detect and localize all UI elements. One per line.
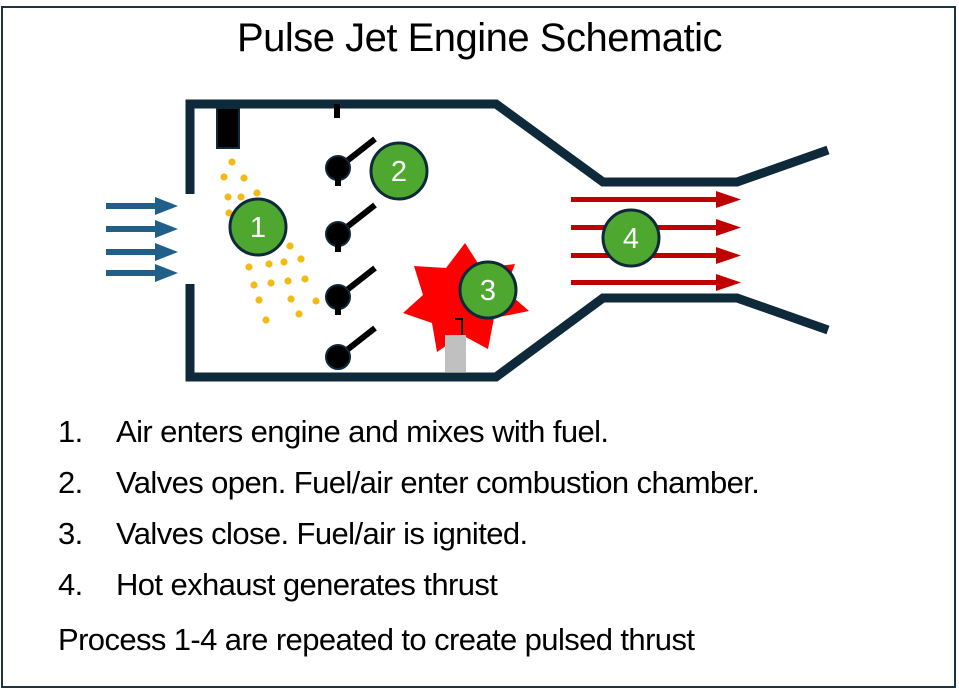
process-steps-list: 1. Air enters engine and mixes with fuel.… — [58, 410, 760, 614]
casing-bottom-wall — [185, 284, 830, 382]
reed-valves — [325, 136, 377, 370]
step-text: Air enters engine and mixes with fuel. — [116, 414, 609, 449]
fuel-droplet — [237, 193, 245, 201]
step-item: 3. Valves close. Fuel/air is ignited. — [58, 512, 759, 563]
step-badge-3: 3 — [458, 260, 518, 320]
reed-valve — [325, 136, 377, 186]
intake-air-arrows — [106, 197, 178, 282]
reed-valve — [325, 265, 377, 315]
process-summary: Process 1-4 are repeated to create pulse… — [58, 622, 695, 657]
casing-top-wall — [185, 99, 830, 194]
fuel-droplets — [220, 158, 320, 324]
reed-valve — [325, 325, 377, 370]
intake-arrow — [106, 243, 178, 261]
badge-label: 2 — [391, 156, 407, 188]
diagram-title: Pulse Jet Engine Schematic — [236, 16, 723, 60]
reed-valve — [325, 202, 377, 252]
valve-mount — [334, 104, 340, 118]
fuel-droplet — [255, 296, 263, 304]
fuel-droplet — [312, 297, 320, 305]
fuel-droplet — [295, 310, 303, 318]
badge-label: 1 — [250, 212, 266, 244]
step-item: 1. Air enters engine and mixes with fuel. — [58, 410, 759, 461]
fuel-droplet — [262, 316, 270, 324]
fuel-droplet — [240, 174, 248, 182]
step-number: 4. — [58, 567, 83, 602]
fuel-droplet — [301, 275, 309, 283]
fuel-droplet — [224, 193, 232, 201]
step-text: Valves open. Fuel/air enter combustion c… — [116, 465, 760, 500]
step-text: Hot exhaust generates thrust — [116, 567, 498, 602]
step-badge-2: 2 — [369, 141, 429, 201]
step-number: 1. — [58, 414, 83, 449]
badge-label: 3 — [480, 275, 496, 307]
fuel-droplet — [265, 260, 273, 268]
step-number: 2. — [58, 465, 83, 500]
step-item: 4. Hot exhaust generates thrust — [58, 563, 759, 614]
step-item: 2. Valves open. Fuel/air enter combustion… — [58, 461, 760, 512]
intake-arrow — [106, 264, 178, 282]
fuel-droplet — [250, 281, 258, 289]
fuel-droplet — [220, 173, 228, 181]
exhaust-arrow — [571, 191, 741, 208]
fuel-droplet — [287, 295, 295, 303]
spark-plug — [445, 318, 466, 372]
fuel-droplet — [225, 209, 233, 217]
badge-label: 4 — [623, 223, 639, 255]
fuel-droplet — [267, 279, 275, 287]
figure-frame — [1, 6, 956, 688]
step-number: 3. — [58, 516, 83, 551]
step-text: Valves close. Fuel/air is ignited. — [116, 516, 528, 551]
step-badge-1: 1 — [228, 197, 288, 257]
fuel-droplet — [245, 263, 253, 271]
fuel-droplet — [253, 189, 261, 197]
fuel-droplet — [286, 242, 294, 250]
exhaust-arrow — [571, 274, 741, 291]
fuel-droplet — [228, 158, 236, 166]
fuel-droplet — [280, 258, 288, 266]
step-badge-4: 4 — [601, 208, 661, 268]
engine-schematic: 1 2 3 4 — [106, 99, 830, 382]
intake-arrow — [106, 220, 178, 238]
fuel-droplet — [284, 277, 292, 285]
engine-casing — [185, 99, 830, 382]
intake-arrow — [106, 197, 178, 215]
fuel-droplet — [297, 255, 305, 263]
fuel-injector — [216, 107, 240, 149]
